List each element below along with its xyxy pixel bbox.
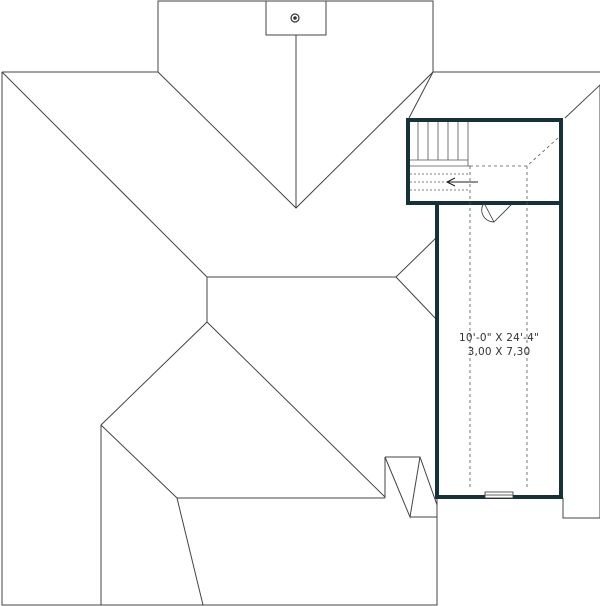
lower-roof bbox=[100, 424, 438, 606]
chimney-flue bbox=[290, 13, 300, 23]
stairs bbox=[410, 122, 470, 191]
right-eave bbox=[408, 71, 434, 119]
room-dimension-imperial: 10'-0" X 24'-4" bbox=[459, 332, 539, 344]
window bbox=[484, 491, 514, 499]
front-gable-ridge bbox=[157, 35, 434, 209]
knee-wall-lines bbox=[469, 137, 559, 490]
chimney bbox=[265, 0, 327, 36]
valley-line bbox=[206, 276, 438, 499]
left-hip bbox=[1, 71, 208, 278]
room-dimension-metric: 3,00 X 7,30 bbox=[467, 346, 531, 358]
room-walls bbox=[406, 118, 563, 499]
door-swing bbox=[481, 202, 514, 223]
stair-direction-arrow bbox=[446, 177, 478, 187]
